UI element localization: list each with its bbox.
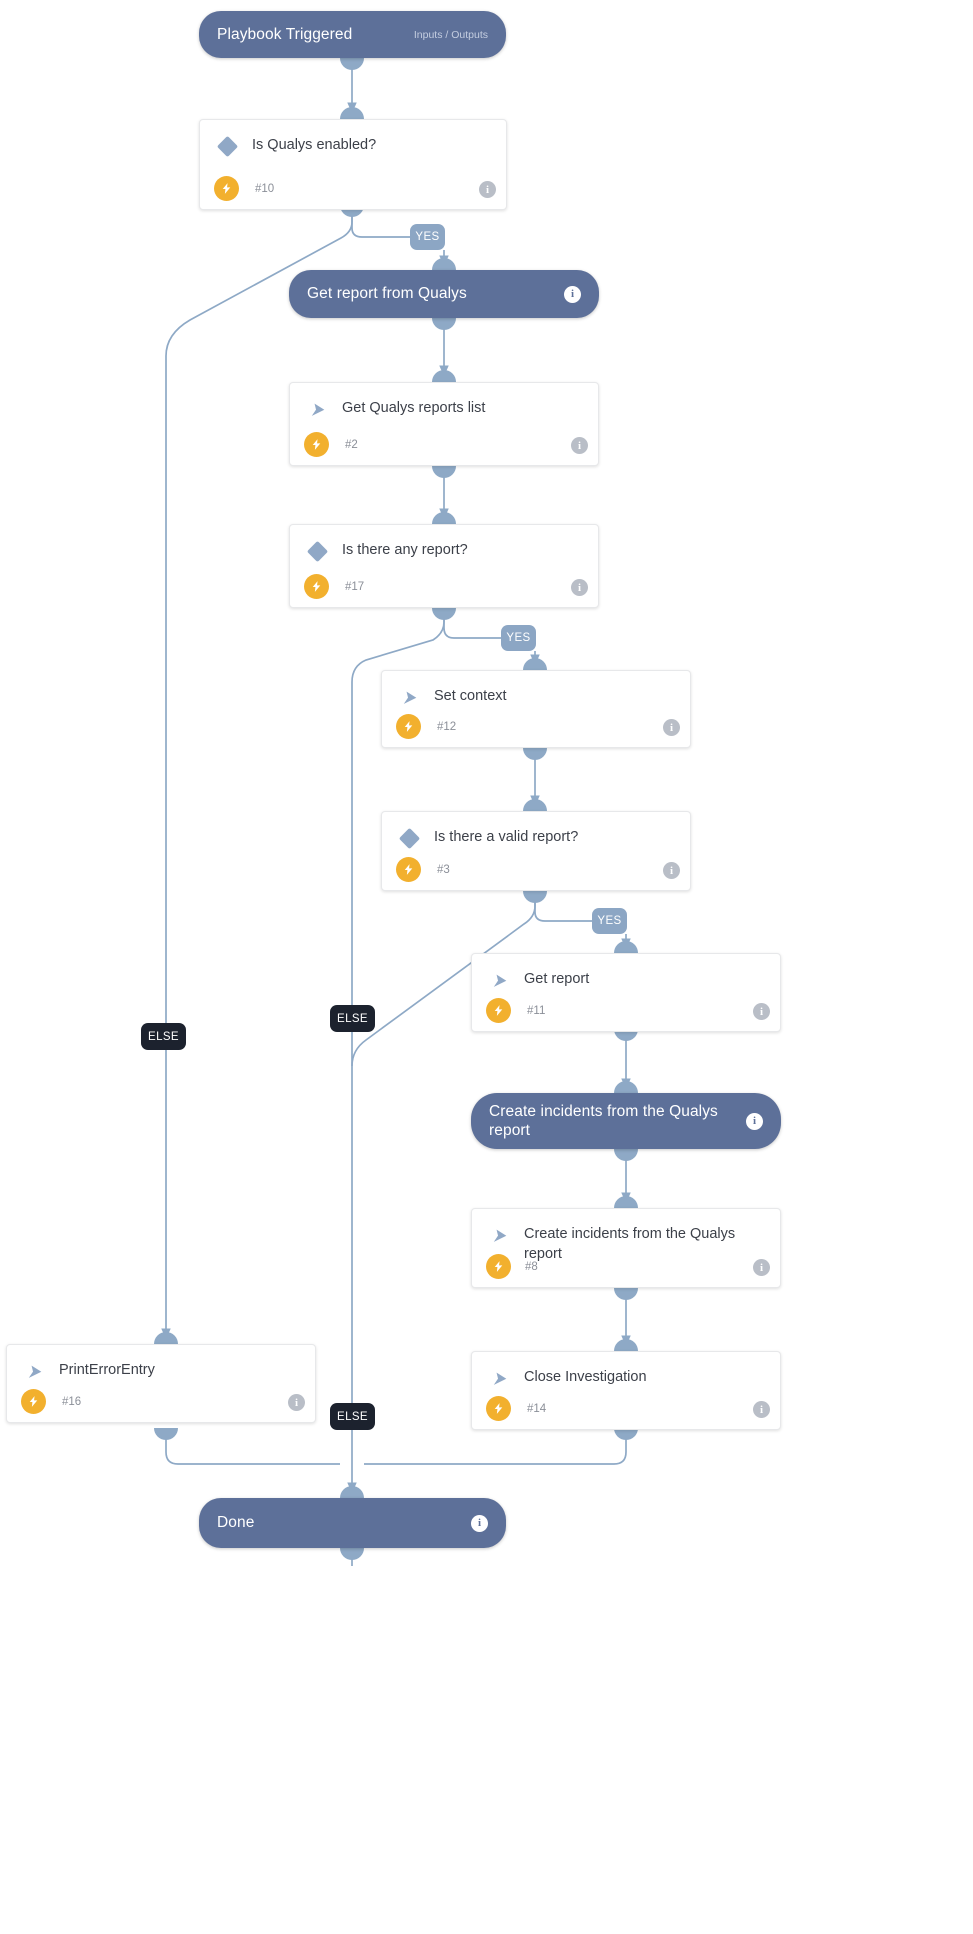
diamond-icon [398, 827, 420, 849]
node-section-get-report-from-qualys[interactable]: Get report from Qualys i [289, 270, 599, 318]
node-subtitle: Inputs / Outputs [413, 28, 488, 41]
node-create-incidents-from-qualys-report[interactable]: ➤ Create incidents from the Qualys repor… [471, 1208, 781, 1288]
card-footer: #8 [486, 1254, 538, 1279]
branch-label-else-1: ELSE [141, 1023, 186, 1050]
bolt-icon [304, 432, 329, 457]
card-footer: #10 [214, 176, 274, 201]
card-head: Is Qualys enabled? [200, 120, 506, 157]
card-footer: #11 [486, 998, 545, 1023]
card-title: Close Investigation [524, 1369, 647, 1385]
bolt-icon [21, 1389, 46, 1414]
node-title: Playbook Triggered [217, 25, 353, 43]
info-icon[interactable]: i [753, 1401, 770, 1418]
card-title: Get report [524, 971, 590, 987]
card-head: Is there any report? [290, 525, 598, 562]
bolt-icon [486, 998, 511, 1023]
card-head: ➤ Set context [382, 671, 690, 708]
info-icon[interactable]: i [663, 719, 680, 736]
card-title: Set context [434, 688, 507, 704]
node-title: Get report from Qualys [307, 285, 467, 303]
card-head: Is there a valid report? [382, 812, 690, 849]
node-set-context[interactable]: ➤ Set context #12 i [381, 670, 691, 748]
chevron-icon: ➤ [27, 1361, 41, 1381]
chevron-icon: ➤ [402, 687, 416, 707]
card-number: #17 [345, 580, 365, 593]
branch-label-yes-3: YES [592, 908, 627, 934]
card-number: #11 [527, 1004, 546, 1017]
branch-label-yes-1: YES [410, 224, 445, 250]
card-title: PrintErrorEntry [59, 1362, 155, 1378]
bolt-icon [214, 176, 239, 201]
node-playbook-triggered[interactable]: Playbook Triggered Inputs / Outputs [199, 11, 506, 58]
bolt-icon [486, 1396, 511, 1421]
card-footer: #2 [304, 432, 358, 457]
card-footer: #17 [304, 574, 364, 599]
card-number: #2 [345, 438, 358, 451]
info-icon[interactable]: i [571, 437, 588, 454]
diamond-icon [306, 540, 328, 562]
node-is-there-any-report[interactable]: Is there any report? #17 i [289, 524, 599, 608]
info-icon[interactable]: i [564, 285, 581, 303]
info-icon[interactable]: i [571, 579, 588, 596]
node-get-qualys-reports-list[interactable]: ➤ Get Qualys reports list #2 i [289, 382, 599, 466]
card-footer: #12 [396, 714, 456, 739]
chevron-icon: ➤ [492, 1368, 506, 1388]
node-is-qualys-enabled[interactable]: Is Qualys enabled? #10 i [199, 119, 507, 210]
bolt-icon [304, 574, 329, 599]
node-print-error-entry[interactable]: ➤ PrintErrorEntry #16 i [6, 1344, 316, 1423]
info-icon[interactable]: i [753, 1003, 770, 1020]
chevron-icon: ➤ [310, 399, 324, 419]
node-get-report[interactable]: ➤ Get report #11 i [471, 953, 781, 1032]
node-title: Done [217, 1514, 255, 1532]
card-title: Is there a valid report? [434, 829, 579, 845]
bolt-icon [486, 1254, 511, 1279]
card-head: ➤ Get report [472, 954, 780, 991]
chevron-icon: ➤ [492, 1225, 506, 1245]
card-title: Get Qualys reports list [342, 400, 486, 416]
info-icon[interactable]: i [663, 862, 680, 879]
info-icon[interactable]: i [288, 1394, 305, 1411]
bolt-icon [396, 714, 421, 739]
branch-label-else-3: ELSE [330, 1403, 375, 1430]
card-title: Is there any report? [342, 542, 468, 558]
diamond-icon [216, 135, 238, 157]
card-number: #10 [255, 182, 275, 195]
info-icon[interactable]: i [753, 1259, 770, 1276]
chevron-icon: ➤ [492, 970, 506, 990]
card-head: ➤ Create incidents from the Qualys repor… [472, 1209, 780, 1264]
info-icon[interactable]: i [479, 181, 496, 198]
node-is-there-a-valid-report[interactable]: Is there a valid report? #3 i [381, 811, 691, 891]
card-number: #8 [525, 1260, 538, 1273]
info-icon[interactable]: i [471, 1514, 488, 1532]
bolt-icon [396, 857, 421, 882]
card-number: #14 [527, 1402, 547, 1415]
card-footer: #16 [21, 1389, 81, 1414]
card-footer: #14 [486, 1396, 546, 1421]
node-title: Create incidents from the Qualys report [489, 1102, 718, 1139]
card-title: Create incidents from the Qualys report [524, 1226, 736, 1262]
card-head: ➤ PrintErrorEntry [7, 1345, 315, 1382]
card-number: #3 [437, 863, 450, 876]
card-number: #16 [62, 1395, 82, 1408]
info-icon[interactable]: i [746, 1112, 763, 1130]
branch-label-else-2: ELSE [330, 1005, 375, 1032]
node-close-investigation[interactable]: ➤ Close Investigation #14 i [471, 1351, 781, 1430]
card-number: #12 [437, 720, 457, 733]
node-section-create-incidents[interactable]: Create incidents from the Qualys report … [471, 1093, 781, 1149]
card-footer: #3 [396, 857, 450, 882]
node-done[interactable]: Done i [199, 1498, 506, 1548]
card-title: Is Qualys enabled? [252, 137, 377, 153]
card-head: ➤ Close Investigation [472, 1352, 780, 1389]
branch-label-yes-2: YES [501, 625, 536, 651]
card-head: ➤ Get Qualys reports list [290, 383, 598, 420]
